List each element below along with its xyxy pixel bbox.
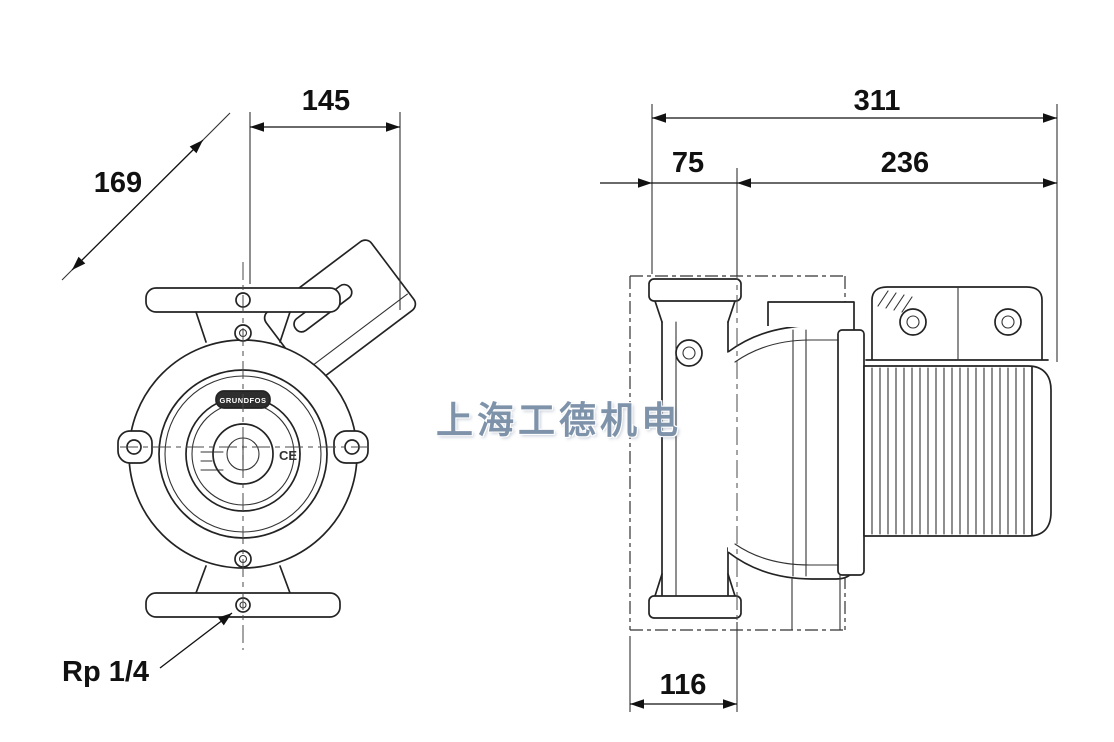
bottom-neck [195, 565, 291, 594]
dim-75-label: 75 [672, 147, 704, 179]
flow-symbol-icon [200, 451, 224, 471]
grip-ribs [877, 290, 913, 313]
dimension-169: 169 [61, 112, 231, 281]
terminal-box [865, 286, 1049, 361]
port-callout: Rp 1/4 [62, 612, 233, 688]
motor-fins [871, 367, 1025, 535]
dim-236-label: 236 [881, 147, 929, 179]
dimension-75: 75 [600, 147, 738, 276]
dimension-311: 311 [651, 85, 1058, 362]
flange-necks [654, 300, 736, 597]
dimension-116: 116 [629, 622, 738, 712]
cable-gland-left [899, 308, 927, 336]
side-view: 311 75 236 116 [600, 85, 1058, 714]
watermark-text: 上海工德机电 [436, 399, 682, 442]
dim-145-label: 145 [302, 85, 350, 117]
dim-169-label: 169 [94, 167, 142, 199]
flange-bolt-hole [675, 339, 703, 367]
dim-116-label: 116 [660, 669, 707, 701]
side-bottom-flange [648, 595, 742, 619]
dimension-236: 236 [737, 147, 1057, 188]
leader-arrow [159, 612, 233, 669]
side-top-flange [648, 278, 742, 302]
dimension-145: 145 [249, 85, 401, 310]
motor-housing [863, 365, 1052, 537]
dim-311-label: 311 [854, 85, 901, 117]
top-neck [195, 311, 291, 343]
pipe-walls [661, 321, 729, 596]
pump-head [767, 301, 855, 330]
ce-mark: CE [279, 448, 297, 463]
cable-gland-right [994, 308, 1022, 336]
port-label: Rp 1/4 [62, 656, 149, 688]
motor-flange [837, 329, 865, 576]
front-view: GRUNDFOS CE 145 169 [61, 85, 417, 688]
